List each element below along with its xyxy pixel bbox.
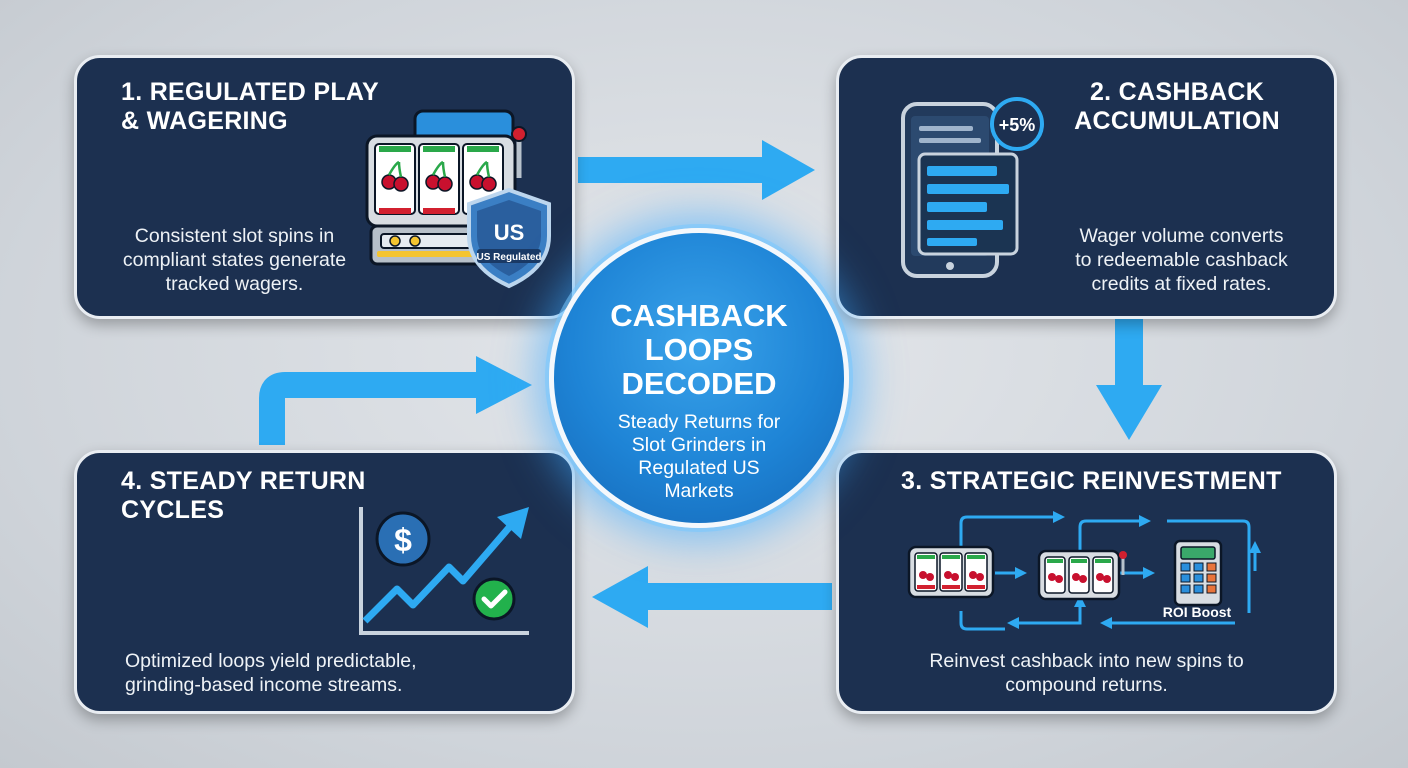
step-description: Consistent slot spins in compliant state… [122,225,347,295]
step-description: Reinvest cashback into new spins to comp… [929,650,1244,696]
hub-title: CASHBACK LOOPS DECODED [610,298,788,401]
rate-badge-text: +5% [999,115,1036,135]
step-card-steady-return-cycles: 4. STEADY RETURN CYCLES $ Optimized loop… [74,450,575,714]
growth-chart-icon: $ [359,507,529,635]
step-title: 1. REGULATED PLAY & WAGERING [121,78,379,135]
arrow-step4-to-center [259,372,478,445]
center-hub: CASHBACK LOOPS DECODED Steady Returns fo… [549,228,849,528]
step-title: 4. STEADY RETURN CYCLES [121,467,366,524]
step-description: Wager volume converts to redeemable cash… [1075,225,1288,295]
arrow-step1-to-step2 [578,140,815,200]
reinvestment-loop-icon: ROI Boost [907,511,1261,631]
step-card-regulated-play: 1. REGULATED PLAY & WAGERING [74,55,575,319]
badge-us-text: US [494,220,525,245]
step-card-strategic-reinvestment: 3. STRATEGIC REINVESTMENT [836,450,1337,714]
dollar-icon: $ [394,522,412,558]
arrow-step4-to-center-head [476,356,532,414]
badge-regulated-text: US Regulated [476,252,541,263]
step-title: 2. CASHBACK ACCUMULATION [1074,78,1280,135]
phone-dashboard-icon: +5% [901,97,1044,278]
step-description: Optimized loops yield predictable, grind… [125,650,417,696]
slot-machine-with-shield-icon: US US Regulated [365,109,551,289]
step-card-cashback-accumulation: 2. CASHBACK ACCUMULATION +5% Wager volum… [836,55,1337,319]
hub-subtitle: Steady Returns for Slot Grinders in Regu… [617,411,781,502]
arrow-step3-to-step4 [592,566,832,628]
roi-boost-label: ROI Boost [1163,604,1232,620]
step-title: 3. STRATEGIC REINVESTMENT [901,467,1282,495]
checkmark-icon [481,589,508,609]
arrow-step2-to-step3 [1096,318,1162,440]
